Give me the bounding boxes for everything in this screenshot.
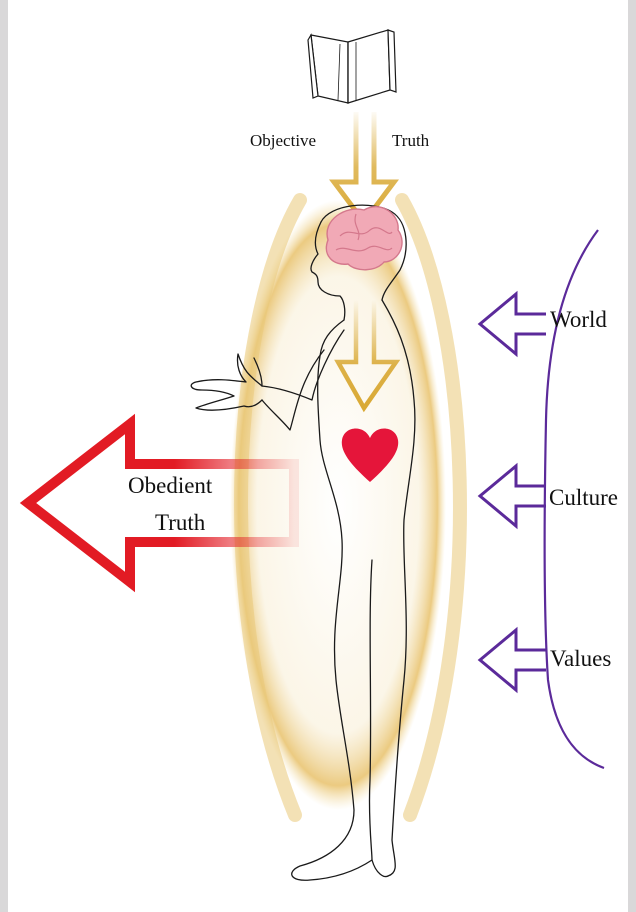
brain-icon: [326, 207, 402, 270]
world-label: World: [550, 307, 607, 333]
objective-label: Objective: [250, 131, 316, 151]
book-icon: [308, 30, 396, 103]
obedient-label: Obedient: [128, 473, 212, 499]
values-label: Values: [550, 646, 611, 672]
culture-label: Culture: [549, 485, 618, 511]
truth-left-label: Truth: [155, 510, 205, 536]
truth-top-label: Truth: [392, 131, 429, 151]
